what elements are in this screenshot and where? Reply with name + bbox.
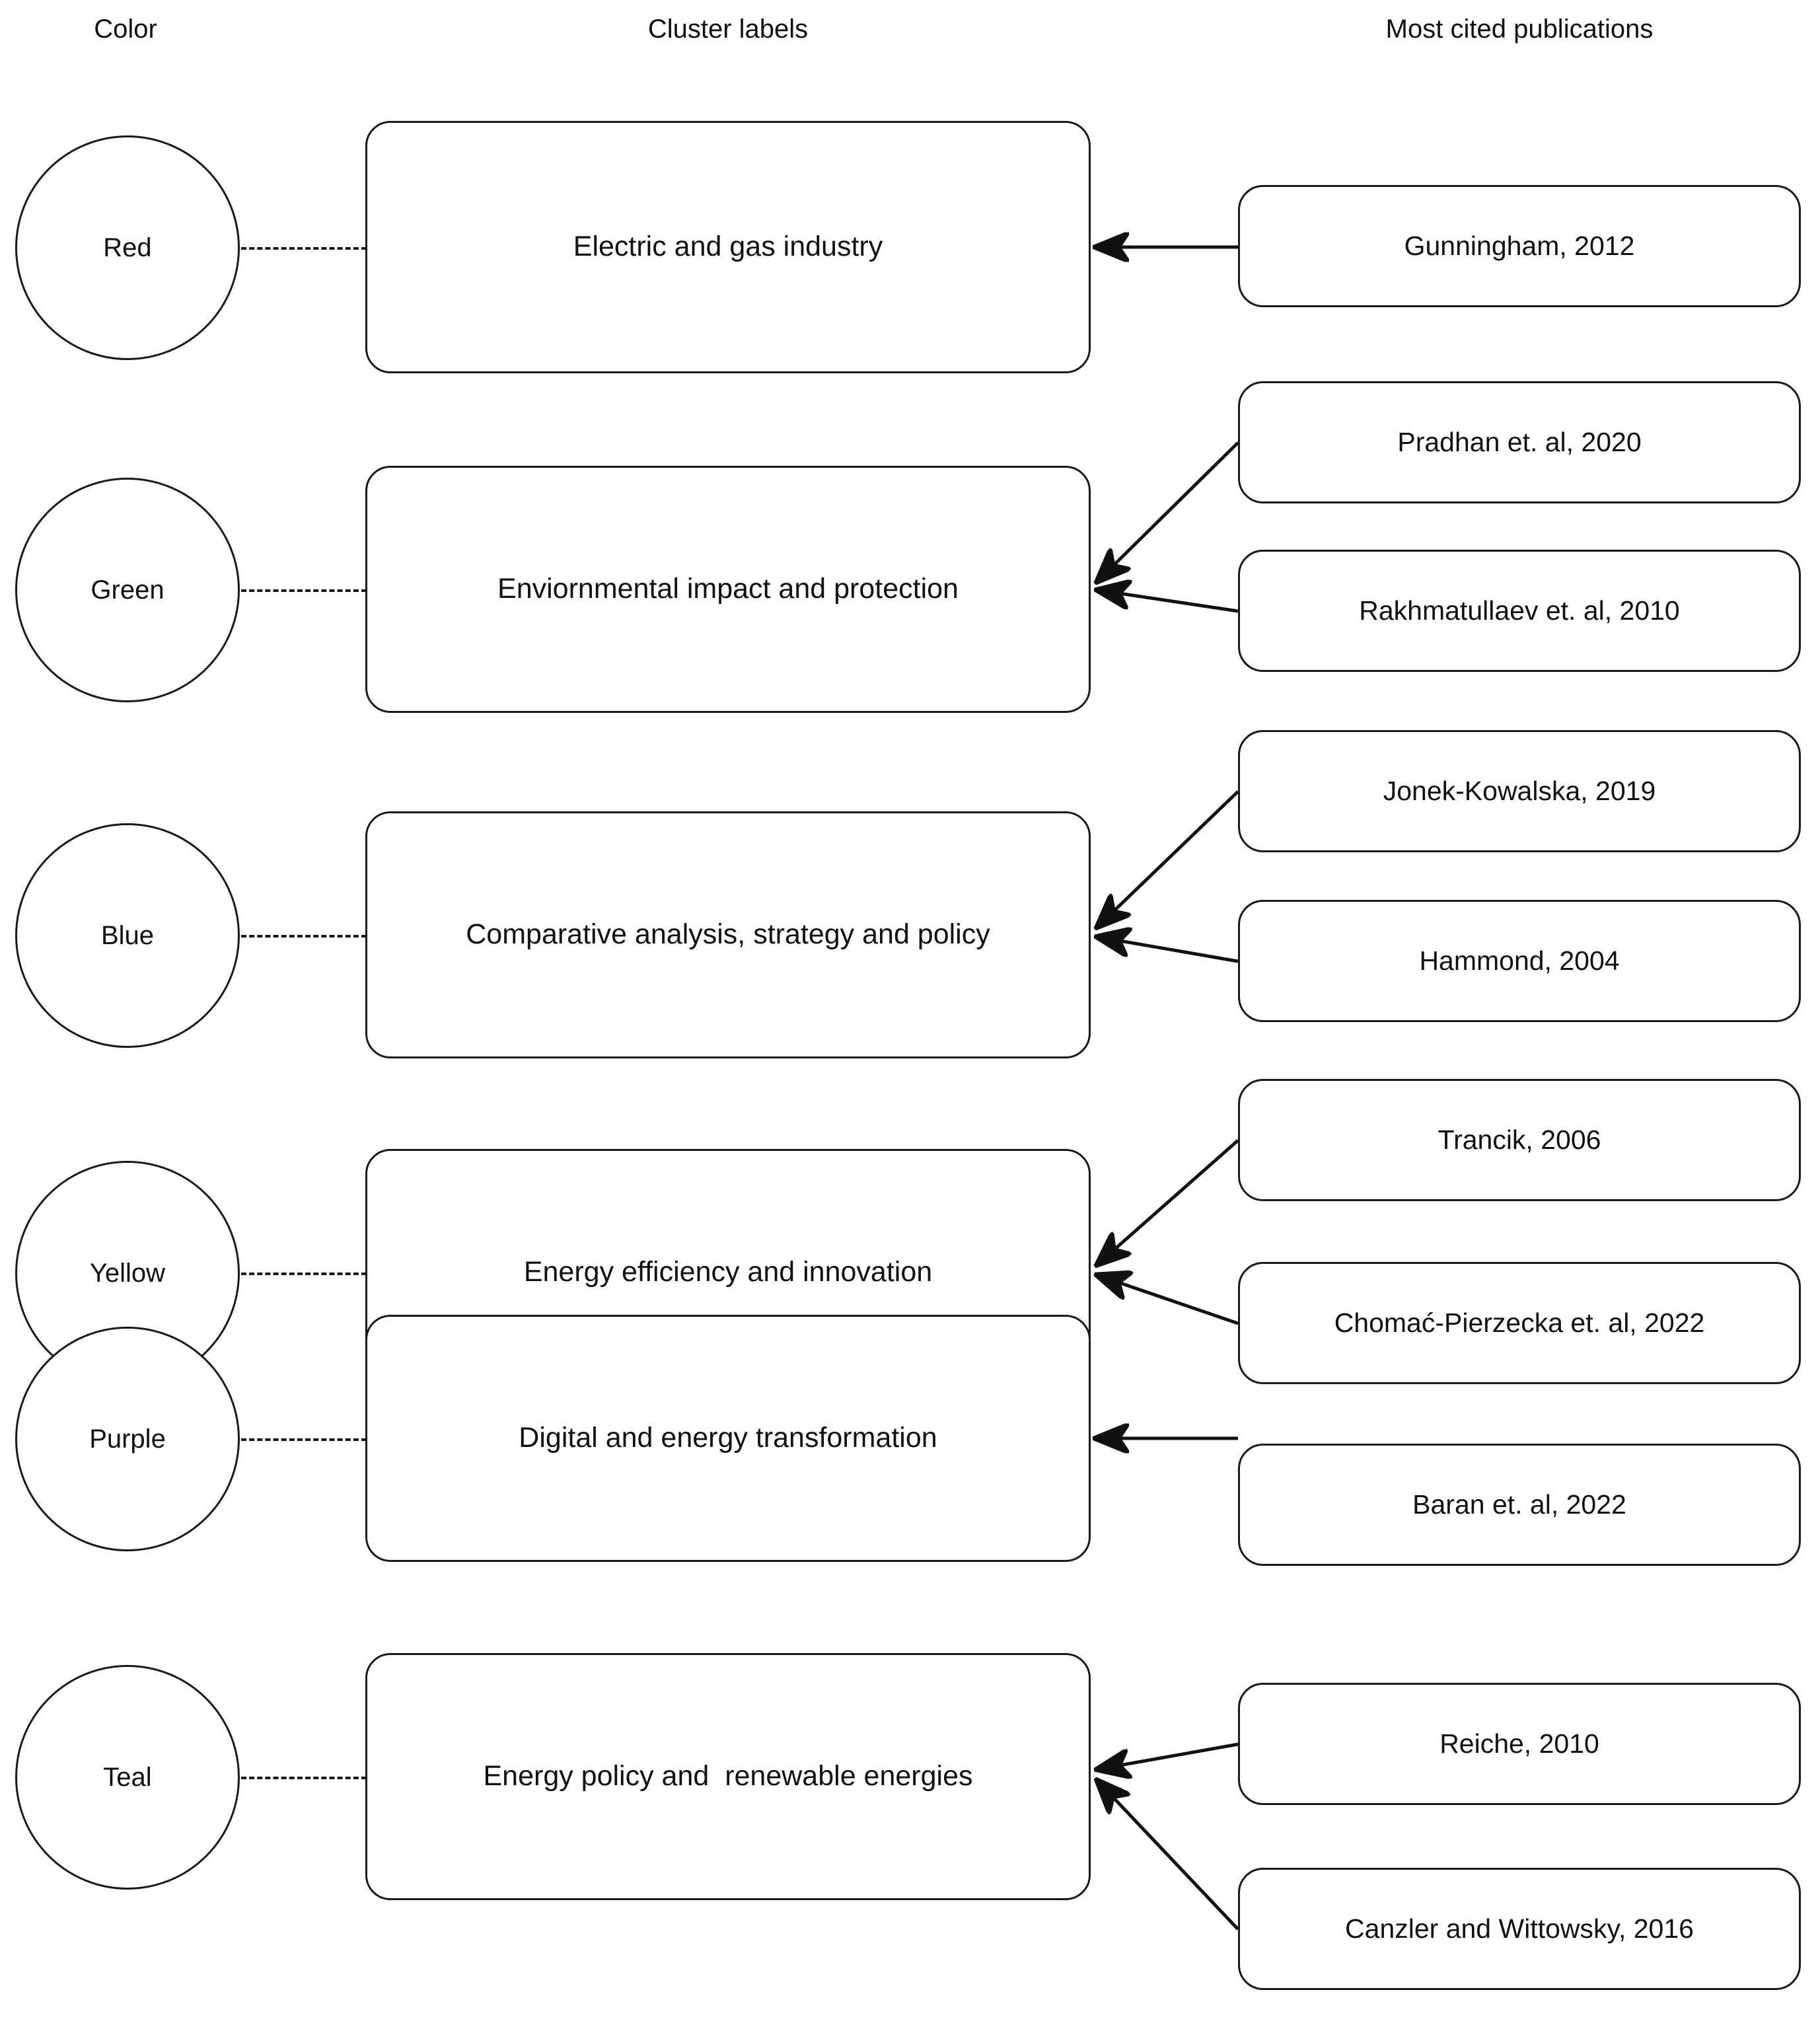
color-circle-red[interactable]: Red (15, 135, 240, 360)
publication-label: Gunningham, 2012 (1404, 230, 1635, 261)
publication-label: Reiche, 2010 (1439, 1728, 1599, 1759)
color-circle-teal[interactable]: Teal (15, 1665, 240, 1890)
cluster-label: Energy efficiency and innovation (523, 1256, 933, 1288)
color-circle-purple[interactable]: Purple (15, 1327, 240, 1551)
publication-box-trancik[interactable]: Trancik, 2006 (1238, 1079, 1801, 1201)
dashed-link-yellow (241, 1273, 367, 1275)
cluster-box-blue[interactable]: Comparative analysis, strategy and polic… (365, 811, 1091, 1058)
publication-box-jonek-kowalska[interactable]: Jonek-Kowalska, 2019 (1238, 730, 1801, 852)
cluster-label: Electric and gas industry (573, 231, 883, 263)
column-header-most-cited-publications: Most cited publications (1385, 15, 1654, 44)
arrow-reiche-to-teal-cluster (1097, 1742, 1239, 1769)
publication-label: Pradhan et. al, 2020 (1397, 426, 1642, 457)
dashed-link-teal (241, 1777, 367, 1779)
cluster-label: Digital and energy transformation (519, 1422, 937, 1454)
publication-box-baran[interactable]: Baran et. al, 2022 (1238, 1444, 1801, 1566)
color-circle-label: Blue (100, 920, 155, 950)
arrow-trancik-to-yellow-cluster (1097, 1139, 1239, 1265)
column-header-color: Color (94, 15, 157, 44)
color-circle-blue[interactable]: Blue (15, 823, 240, 1048)
dashed-link-red (241, 247, 367, 250)
publication-label: Hammond, 2004 (1419, 945, 1620, 976)
color-circle-green[interactable]: Green (15, 478, 240, 702)
publication-box-gunningham[interactable]: Gunningham, 2012 (1238, 185, 1801, 307)
arrow-jonek-kowalska-to-blue-cluster (1097, 790, 1239, 927)
cluster-box-purple[interactable]: Digital and energy transformation (365, 1315, 1091, 1562)
cluster-box-green[interactable]: Enviornmental impact and protection (365, 466, 1091, 713)
color-circle-label: Green (91, 575, 164, 605)
publication-box-hammond[interactable]: Hammond, 2004 (1238, 900, 1801, 1022)
publication-box-rakhmatullaev[interactable]: Rakhmatullaev et. al, 2010 (1238, 550, 1801, 672)
color-circle-label: Purple (89, 1424, 166, 1454)
dashed-link-green (241, 589, 367, 592)
publication-label: Rakhmatullaev et. al, 2010 (1359, 595, 1680, 626)
column-header-cluster-labels: Cluster labels (647, 15, 809, 44)
publication-label: Trancik, 2006 (1438, 1124, 1601, 1155)
arrow-canzler-to-teal-cluster (1097, 1781, 1239, 1931)
publication-label: Baran et. al, 2022 (1412, 1489, 1626, 1520)
color-circle-label: Yellow (89, 1258, 166, 1288)
publication-label: Jonek-Kowalska, 2019 (1383, 775, 1656, 806)
publication-box-pradhan[interactable]: Pradhan et. al, 2020 (1238, 381, 1801, 503)
publication-box-reiche[interactable]: Reiche, 2010 (1238, 1683, 1801, 1805)
cluster-label: Comparative analysis, strategy and polic… (466, 918, 990, 951)
cluster-label: Enviornmental impact and protection (497, 573, 959, 605)
color-circle-label: Red (103, 233, 152, 262)
publication-label: Chomać-Pierzecka et. al, 2022 (1334, 1307, 1705, 1338)
cluster-box-teal[interactable]: Energy policy and renewable energies (365, 1653, 1091, 1900)
arrow-rakhmatullaev-to-green-cluster (1097, 590, 1239, 613)
arrow-hammond-to-blue-cluster (1097, 937, 1239, 963)
arrow-chomac-pierzecka-to-yellow-cluster (1097, 1275, 1239, 1325)
cluster-label: Energy policy and renewable energies (483, 1760, 973, 1792)
cluster-box-red[interactable]: Electric and gas industry (365, 121, 1091, 373)
arrow-pradhan-to-green-cluster (1097, 441, 1239, 581)
dashed-link-blue (241, 935, 367, 938)
publication-box-canzler[interactable]: Canzler and Wittowsky, 2016 (1238, 1868, 1801, 1990)
color-circle-label: Teal (103, 1762, 152, 1792)
dashed-link-purple (241, 1438, 367, 1441)
publication-label: Canzler and Wittowsky, 2016 (1345, 1913, 1694, 1944)
publication-box-chomac-pierzecka[interactable]: Chomać-Pierzecka et. al, 2022 (1238, 1262, 1801, 1384)
